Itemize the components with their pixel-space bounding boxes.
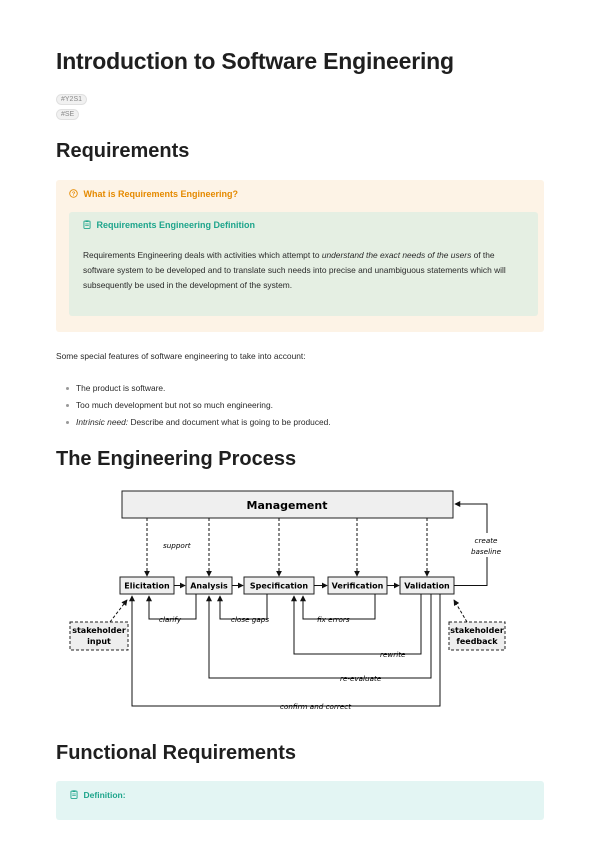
rewrite-arrow [291,594,422,655]
list-item-text: Describe and document what is going to b… [128,417,331,427]
definition-text-2: of the software system to be developed a… [83,250,506,290]
heading-functional-requirements: Functional Requirements [56,742,297,764]
functional-definition-callout: Definition: [56,781,544,820]
close-gaps-label: close gaps [231,615,269,624]
definition-emphasis: understand the exact needs of the users [321,250,472,260]
create-baseline-mask [465,533,509,557]
functional-definition-title: Definition: [70,790,126,800]
stage-label: Analysis [190,582,228,591]
page-title: Introduction to Software Engineering [56,48,454,74]
stakeholder-input-label: stakeholder [72,626,126,635]
management-box [121,490,454,519]
definition-text-1: Requirements Engineering deals with acti… [83,250,322,260]
clarify-label: clarify [159,615,182,624]
list-item: The product is software. [64,380,331,397]
stage-label: Validation [404,582,450,591]
list-item: Too much development but not so much eng… [64,397,331,414]
definition-body: Requirements Engineering deals with acti… [83,248,528,293]
clarify-arrow [146,594,197,620]
re-evaluate-label: re-evaluate [340,674,382,683]
heading-requirements: Requirements [56,140,190,162]
bullet [66,404,69,407]
create-baseline-label: create [475,536,499,545]
features-intro: Some special features of software engine… [56,351,306,361]
stage-label: Verification [332,582,384,591]
list-item-emphasis: Intrinsic need: [76,417,129,427]
stakeholder-input-box [69,621,129,651]
support-label: support [163,541,192,550]
clipboard-icon [83,220,94,230]
definition-callout: Requirements Engineering Definition Requ… [69,212,538,316]
list-item: Intrinsic need: Describe and document wh… [64,414,331,431]
rewrite-label: rewrite [380,650,406,659]
stakeholder-feedback-label: stakeholder [450,626,504,635]
bullet [66,421,69,424]
fix-errors-label: fix errors [317,615,350,624]
list-item-text: Too much development but not so much eng… [76,400,273,410]
stakeholder-input-label: input [87,637,111,646]
fix-errors-arrow [300,594,376,620]
close-gaps-arrow [217,594,268,620]
svg-text:?: ? [72,192,76,198]
stage-label: Elicitation [124,582,170,591]
stakeholder-feedback-box [448,621,506,651]
stakeholder-feedback-arrow [453,599,468,623]
stakeholder-input-arrow [109,599,128,623]
question-callout-title: ? What is Requirements Engineering? [69,189,238,199]
clipboard-icon [70,790,81,800]
loop-arrows [129,594,441,707]
stage-boxes [119,576,455,595]
heading-engineering-process: The Engineering Process [56,448,297,470]
management-label: Management [247,499,328,512]
question-title-text: What is Requirements Engineering? [83,189,239,199]
stakeholder-feedback-label: feedback [456,637,498,646]
list-item-text: The product is software. [76,383,166,393]
stage-label: Specification [250,582,309,591]
definition-title-text: Requirements Engineering Definition [96,220,256,230]
functional-definition-text: Definition: [83,790,126,800]
confirm-correct-arrow [129,594,441,707]
create-baseline-label: baseline [471,547,502,556]
confirm-correct-label: confirm and correct [280,702,352,711]
bullet [66,387,69,390]
features-list: The product is software. Too much develo… [64,380,331,431]
question-callout: ? What is Requirements Engineering? Requ… [56,180,544,332]
question-circle-icon: ? [69,189,81,199]
tag-se[interactable]: #SE [56,109,80,120]
re-evaluate-arrow [206,594,432,679]
definition-title: Requirements Engineering Definition [83,220,255,230]
tag-y2s1[interactable]: #Y2S1 [56,94,88,105]
